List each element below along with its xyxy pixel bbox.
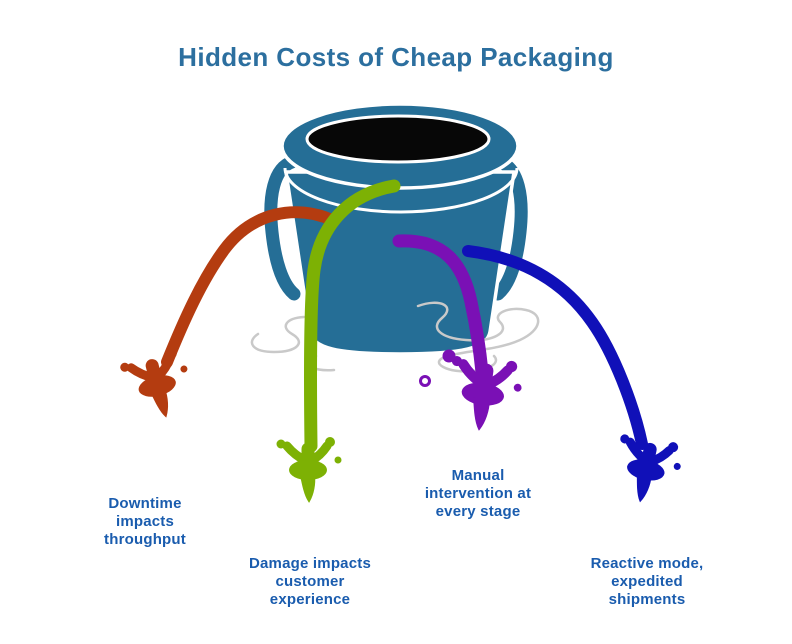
label-reactive: Reactive mode, expedited shipments	[590, 555, 704, 608]
droplet-manual-ring	[419, 375, 431, 387]
bucket-opening	[305, 114, 491, 164]
stream-manual	[392, 234, 489, 379]
splat-downtime	[119, 346, 198, 424]
leak-streams	[161, 179, 648, 453]
splat-damage	[277, 437, 342, 501]
page-title: Hidden Costs of Cheap Packaging	[178, 42, 614, 72]
left-ear-fill	[264, 155, 301, 301]
droplet-manual-large	[442, 349, 456, 363]
bucket-rim-lip	[283, 167, 519, 214]
label-downtime: Downtime impacts throughput	[104, 495, 186, 548]
stream-downtime	[161, 206, 338, 368]
splat-manual	[443, 353, 525, 434]
stream-damage	[303, 179, 401, 453]
ripple-right	[416, 301, 540, 373]
stream-reactive	[462, 245, 648, 450]
label-manual: Manual intervention at every stage	[424, 467, 532, 520]
label-damage: Damage impacts customer experience	[248, 555, 372, 608]
ripple-left	[250, 315, 306, 354]
